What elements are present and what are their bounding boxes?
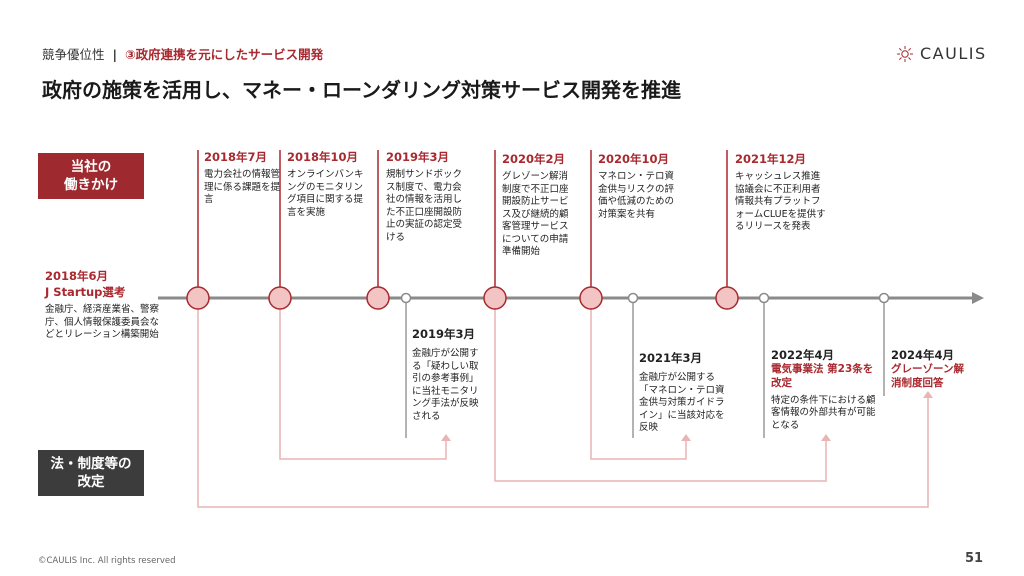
bottom-event-desc: 特定の条件下における顧客情報の外部共有が可能となる [771, 394, 876, 431]
connector-2020-2 [494, 298, 827, 482]
bottom-event: 2019年3月 金融庁が公開する「疑わしい取引の参考事例」に当社モニタリング手法… [412, 326, 486, 423]
breadcrumb: 競争優位性 | ③政府連携を元にしたサービス開発 [42, 44, 323, 63]
top-event-desc: キャッシュレス推進協議会に不正利用者情報共有プラットフォームCLUEを提供するリ… [735, 171, 826, 233]
bottom-event-date: 2019年3月 [412, 327, 476, 341]
top-event-date: 2018年7月 [204, 150, 268, 164]
caulis-logo-icon [897, 45, 913, 62]
connector-2020-10 [590, 298, 687, 460]
start-event-desc: 金融庁、経済産業省、警察庁、個人情報保護委員会などとリレーション構築開始 [45, 304, 160, 341]
breadcrumb-section: ③政府連携を元にしたサービス開発 [125, 47, 324, 62]
top-event-desc: 規制サンドボックス制度で、電力会社の情報を活用した不正口座開設防止の実証の認定受… [386, 169, 463, 243]
top-event: 2018年10月 オンラインバンキングのモニタリング項目に関する提言を実施 [287, 149, 369, 219]
top-event: 2021年12月 キャッシュレス推進協議会に不正利用者情報共有プラットフォームC… [735, 151, 827, 234]
connector-2018-7 [197, 298, 929, 508]
breadcrumb-separator: | [112, 47, 118, 62]
side-label-bottom-text: 法・制度等の 改定 [50, 455, 132, 490]
start-event-date: 2018年6月 [45, 269, 109, 283]
breadcrumb-category: 競争優位性 [42, 47, 105, 62]
bottom-event-date: 2024年4月 [891, 348, 955, 362]
bottom-event-subtitle: 電気事業法 第23条を改定 [771, 363, 874, 389]
bottom-event: 2022年4月 電気事業法 第23条を改定 特定の条件下における顧客情報の外部共… [771, 347, 881, 432]
bottom-event-date: 2022年4月 [771, 348, 835, 362]
timeline-arrowhead [972, 292, 984, 304]
connector-2018-10 [279, 298, 447, 460]
top-event-lines [197, 150, 728, 288]
bottom-event-date: 2021年3月 [639, 351, 703, 365]
top-event-date: 2018年10月 [287, 150, 359, 164]
bottom-event-subtitle: グレーゾーン解消制度回答 [891, 363, 964, 389]
top-event-date: 2021年12月 [735, 152, 807, 166]
top-event-date: 2020年2月 [502, 152, 566, 166]
top-event-desc: 電力会社の情報管理に係る課題を提言 [204, 169, 281, 206]
bottom-event-nodes [400, 292, 890, 304]
side-label-top-text: 当社の 働きかけ [64, 158, 118, 193]
bottom-event-desc: 金融庁が公開する「マネロン・テロ資金供与対策ガイドライン」に当該対応を反映 [639, 372, 725, 434]
bottom-event: 2024年4月 グレーゾーン解消制度回答 [891, 347, 971, 391]
start-event: 2018年6月 J Startup選考 金融庁、経済産業省、警察庁、個人情報保護… [45, 268, 160, 342]
connector-arrowheads [441, 391, 933, 441]
bottom-event-lines [405, 302, 885, 438]
top-event: 2020年2月 グレゾーン解消制度で不正口座開設防止サービス及び継続的顧客管理サ… [502, 151, 574, 259]
bottom-event-desc: 金融庁が公開する「疑わしい取引の参考事例」に当社モニタリング手法が反映される [412, 348, 479, 422]
connector-lines [197, 298, 929, 508]
bottom-event: 2021年3月 金融庁が公開する「マネロン・テロ資金供与対策ガイドライン」に当該… [639, 350, 731, 435]
side-label-regulation-changes: 法・制度等の 改定 [38, 450, 144, 496]
logo-text: CAULIS [920, 44, 987, 63]
top-event-date: 2020年10月 [598, 152, 670, 166]
top-event: 2018年7月 電力会社の情報管理に係る課題を提言 [204, 149, 280, 207]
top-event: 2019年3月 規制サンドボックス制度で、電力会社の情報を活用した不正口座開設防… [386, 149, 466, 244]
top-event-desc: オンラインバンキングのモニタリング項目に関する提言を実施 [287, 169, 364, 218]
top-event: 2020年10月 マネロン・テロ資金供与リスクの評価や低減のための対策案を共有 [598, 151, 680, 221]
logo: CAULIS [896, 44, 987, 63]
page-title: 政府の施策を活用し、マネー・ローンダリング対策サービス開発を推進 [42, 78, 681, 102]
top-event-desc: グレゾーン解消制度で不正口座開設防止サービス及び継続的顧客管理サービスについての… [502, 171, 569, 258]
top-event-nodes [186, 286, 739, 310]
copyright: ©CAULIS Inc. All rights reserved [38, 556, 176, 566]
side-label-our-actions: 当社の 働きかけ [38, 153, 144, 199]
page-number: 51 [965, 551, 984, 566]
start-event-title: J Startup選考 [45, 285, 126, 299]
top-event-desc: マネロン・テロ資金供与リスクの評価や低減のための対策案を共有 [598, 171, 675, 220]
top-event-date: 2019年3月 [386, 150, 450, 164]
